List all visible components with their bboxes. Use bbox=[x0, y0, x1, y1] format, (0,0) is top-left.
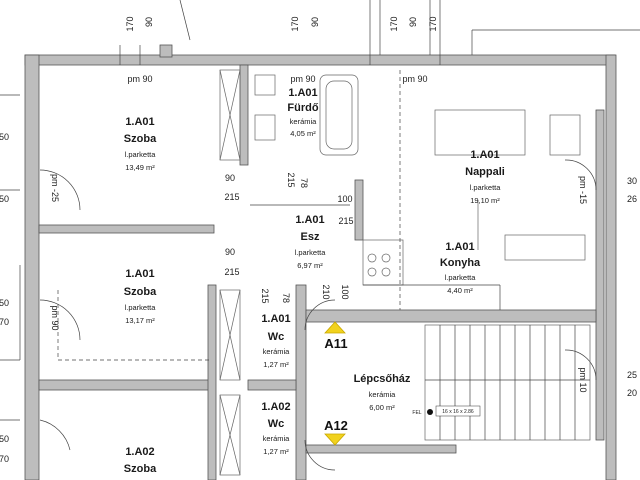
dim-label: 100 bbox=[340, 284, 350, 299]
room-wc-a02: 1.A02 Wc kerámia 1,27 m² bbox=[261, 401, 290, 456]
room-floor: kerámia bbox=[263, 434, 291, 443]
dim-label: 215 bbox=[260, 288, 270, 303]
watermark-icon bbox=[548, 453, 564, 469]
dim-label: 215 bbox=[338, 216, 353, 226]
room-name: Wc bbox=[268, 331, 285, 343]
walls bbox=[24, 44, 617, 480]
dim-label: pm 10 bbox=[578, 367, 588, 392]
room-name: Fürdő bbox=[287, 102, 318, 114]
dim-label: 26 bbox=[627, 194, 637, 204]
dim-label: pm 90 bbox=[50, 305, 60, 330]
dim-label: 90 bbox=[408, 17, 418, 27]
room-area: 1,27 m² bbox=[263, 360, 289, 369]
watermark: zenga bbox=[548, 453, 606, 469]
stair-prefix: FEL bbox=[412, 410, 421, 416]
room-name: Szoba bbox=[124, 133, 157, 145]
dim-label: 70 bbox=[0, 454, 9, 464]
room-id: 1.A01 bbox=[445, 241, 474, 253]
dim-label: 215 bbox=[224, 267, 239, 277]
room-area: 4,40 m² bbox=[447, 286, 473, 295]
marker-label: A12 bbox=[324, 418, 348, 433]
dim-label: 30 bbox=[627, 176, 637, 186]
room-name: Konyha bbox=[440, 257, 481, 269]
room-nappali: 1.A01 Nappali l.parketta 19,10 m² bbox=[465, 149, 505, 205]
dimension-labels: 170 90 170 90 170 90 170 pm 90 pm 90 pm … bbox=[0, 16, 637, 464]
room-area: 13,49 m² bbox=[125, 163, 155, 172]
dim-label: pm 90 bbox=[402, 74, 427, 84]
room-szoba-a02: 1.A02 Szoba bbox=[124, 446, 157, 475]
room-floor: l.parketta bbox=[125, 150, 157, 159]
room-id: 1.A01 bbox=[125, 116, 154, 128]
room-name: Nappali bbox=[465, 166, 505, 178]
room-floor: kerámia bbox=[290, 117, 318, 126]
dim-label: 210 bbox=[321, 284, 331, 299]
dim-label: pm 90 bbox=[290, 74, 315, 84]
dim-label: pm 90 bbox=[127, 74, 152, 84]
room-wc-a01: 1.A01 Wc kerámia 1,27 m² bbox=[261, 313, 290, 369]
room-floor: kerámia bbox=[369, 390, 397, 399]
room-floor: kerámia bbox=[263, 347, 291, 356]
dim-label: 50 bbox=[0, 298, 9, 308]
room-esz: 1.A01 Esz l.parketta 6,97 m² bbox=[295, 214, 327, 270]
room-id: 1.A01 bbox=[295, 214, 324, 226]
room-area: 13,17 m² bbox=[125, 316, 155, 325]
room-floor: l.parketta bbox=[295, 248, 327, 257]
room-id: 1.A02 bbox=[261, 401, 290, 413]
stair-note: FEL 16 x 16 x 2.86 bbox=[412, 405, 481, 417]
marker-triangle bbox=[324, 321, 346, 334]
marker-a12: A12 bbox=[324, 418, 348, 446]
dim-label: 78 bbox=[281, 293, 291, 303]
room-id: 1.A02 bbox=[125, 446, 154, 458]
room-id: 1.A01 bbox=[125, 268, 154, 280]
dim-label: pm -25 bbox=[50, 174, 60, 202]
dim-label: 170 bbox=[290, 16, 300, 31]
dim-label: pm -15 bbox=[578, 176, 588, 204]
room-furdo: 1.A01 Fürdő kerámia 4,05 m² bbox=[287, 87, 318, 138]
room-floor: l.parketta bbox=[470, 183, 502, 192]
dim-label: 90 bbox=[310, 17, 320, 27]
dim-label: 20 bbox=[627, 388, 637, 398]
room-floor: l.parketta bbox=[445, 273, 477, 282]
stair-spec: 16 x 16 x 2.86 bbox=[442, 409, 474, 415]
dim-label: 170 bbox=[428, 16, 438, 31]
room-area: 19,10 m² bbox=[470, 196, 500, 205]
room-id: 1.A01 bbox=[288, 87, 317, 99]
dim-label: 70 bbox=[0, 317, 9, 327]
dim-label: 100 bbox=[337, 194, 352, 204]
room-area: 6,00 m² bbox=[369, 403, 395, 412]
room-area: 6,97 m² bbox=[297, 261, 323, 270]
room-lepcsohaz: Lépcsőház kerámia 6,00 m² bbox=[354, 373, 411, 412]
room-szoba-1: 1.A01 Szoba l.parketta 13,49 m² bbox=[124, 116, 157, 172]
dim-label: 170 bbox=[125, 16, 135, 31]
room-id: 1.A01 bbox=[470, 149, 499, 161]
dim-label: 215 bbox=[224, 192, 239, 202]
room-area: 1,27 m² bbox=[263, 447, 289, 456]
dim-label: 50 bbox=[0, 194, 9, 204]
watermark-text: zenga bbox=[568, 454, 606, 469]
room-name: Szoba bbox=[124, 286, 157, 298]
dim-label: 78 bbox=[299, 178, 309, 188]
room-area: 4,05 m² bbox=[290, 129, 316, 138]
room-name: Wc bbox=[268, 418, 285, 430]
dim-label: 90 bbox=[144, 17, 154, 27]
dim-label: 215 bbox=[286, 172, 296, 187]
room-floor: l.parketta bbox=[125, 303, 157, 312]
dim-label: 90 bbox=[225, 173, 235, 183]
dim-label: 50 bbox=[0, 434, 9, 444]
dim-label: 170 bbox=[389, 16, 399, 31]
room-konyha: 1.A01 Konyha l.parketta 4,40 m² bbox=[440, 241, 481, 295]
dim-label: 25 bbox=[627, 370, 637, 380]
room-name: Szoba bbox=[124, 463, 157, 475]
dim-label: 50 bbox=[0, 132, 9, 142]
room-id: 1.A01 bbox=[261, 313, 290, 325]
room-name: Lépcsőház bbox=[354, 373, 411, 385]
room-name: Esz bbox=[301, 231, 320, 243]
marker-label: A11 bbox=[324, 336, 347, 351]
room-szoba-2: 1.A01 Szoba l.parketta 13,17 m² bbox=[124, 268, 157, 325]
marker-a11: A11 bbox=[324, 321, 348, 351]
dim-label: 90 bbox=[225, 247, 235, 257]
marker-triangle bbox=[324, 433, 346, 446]
